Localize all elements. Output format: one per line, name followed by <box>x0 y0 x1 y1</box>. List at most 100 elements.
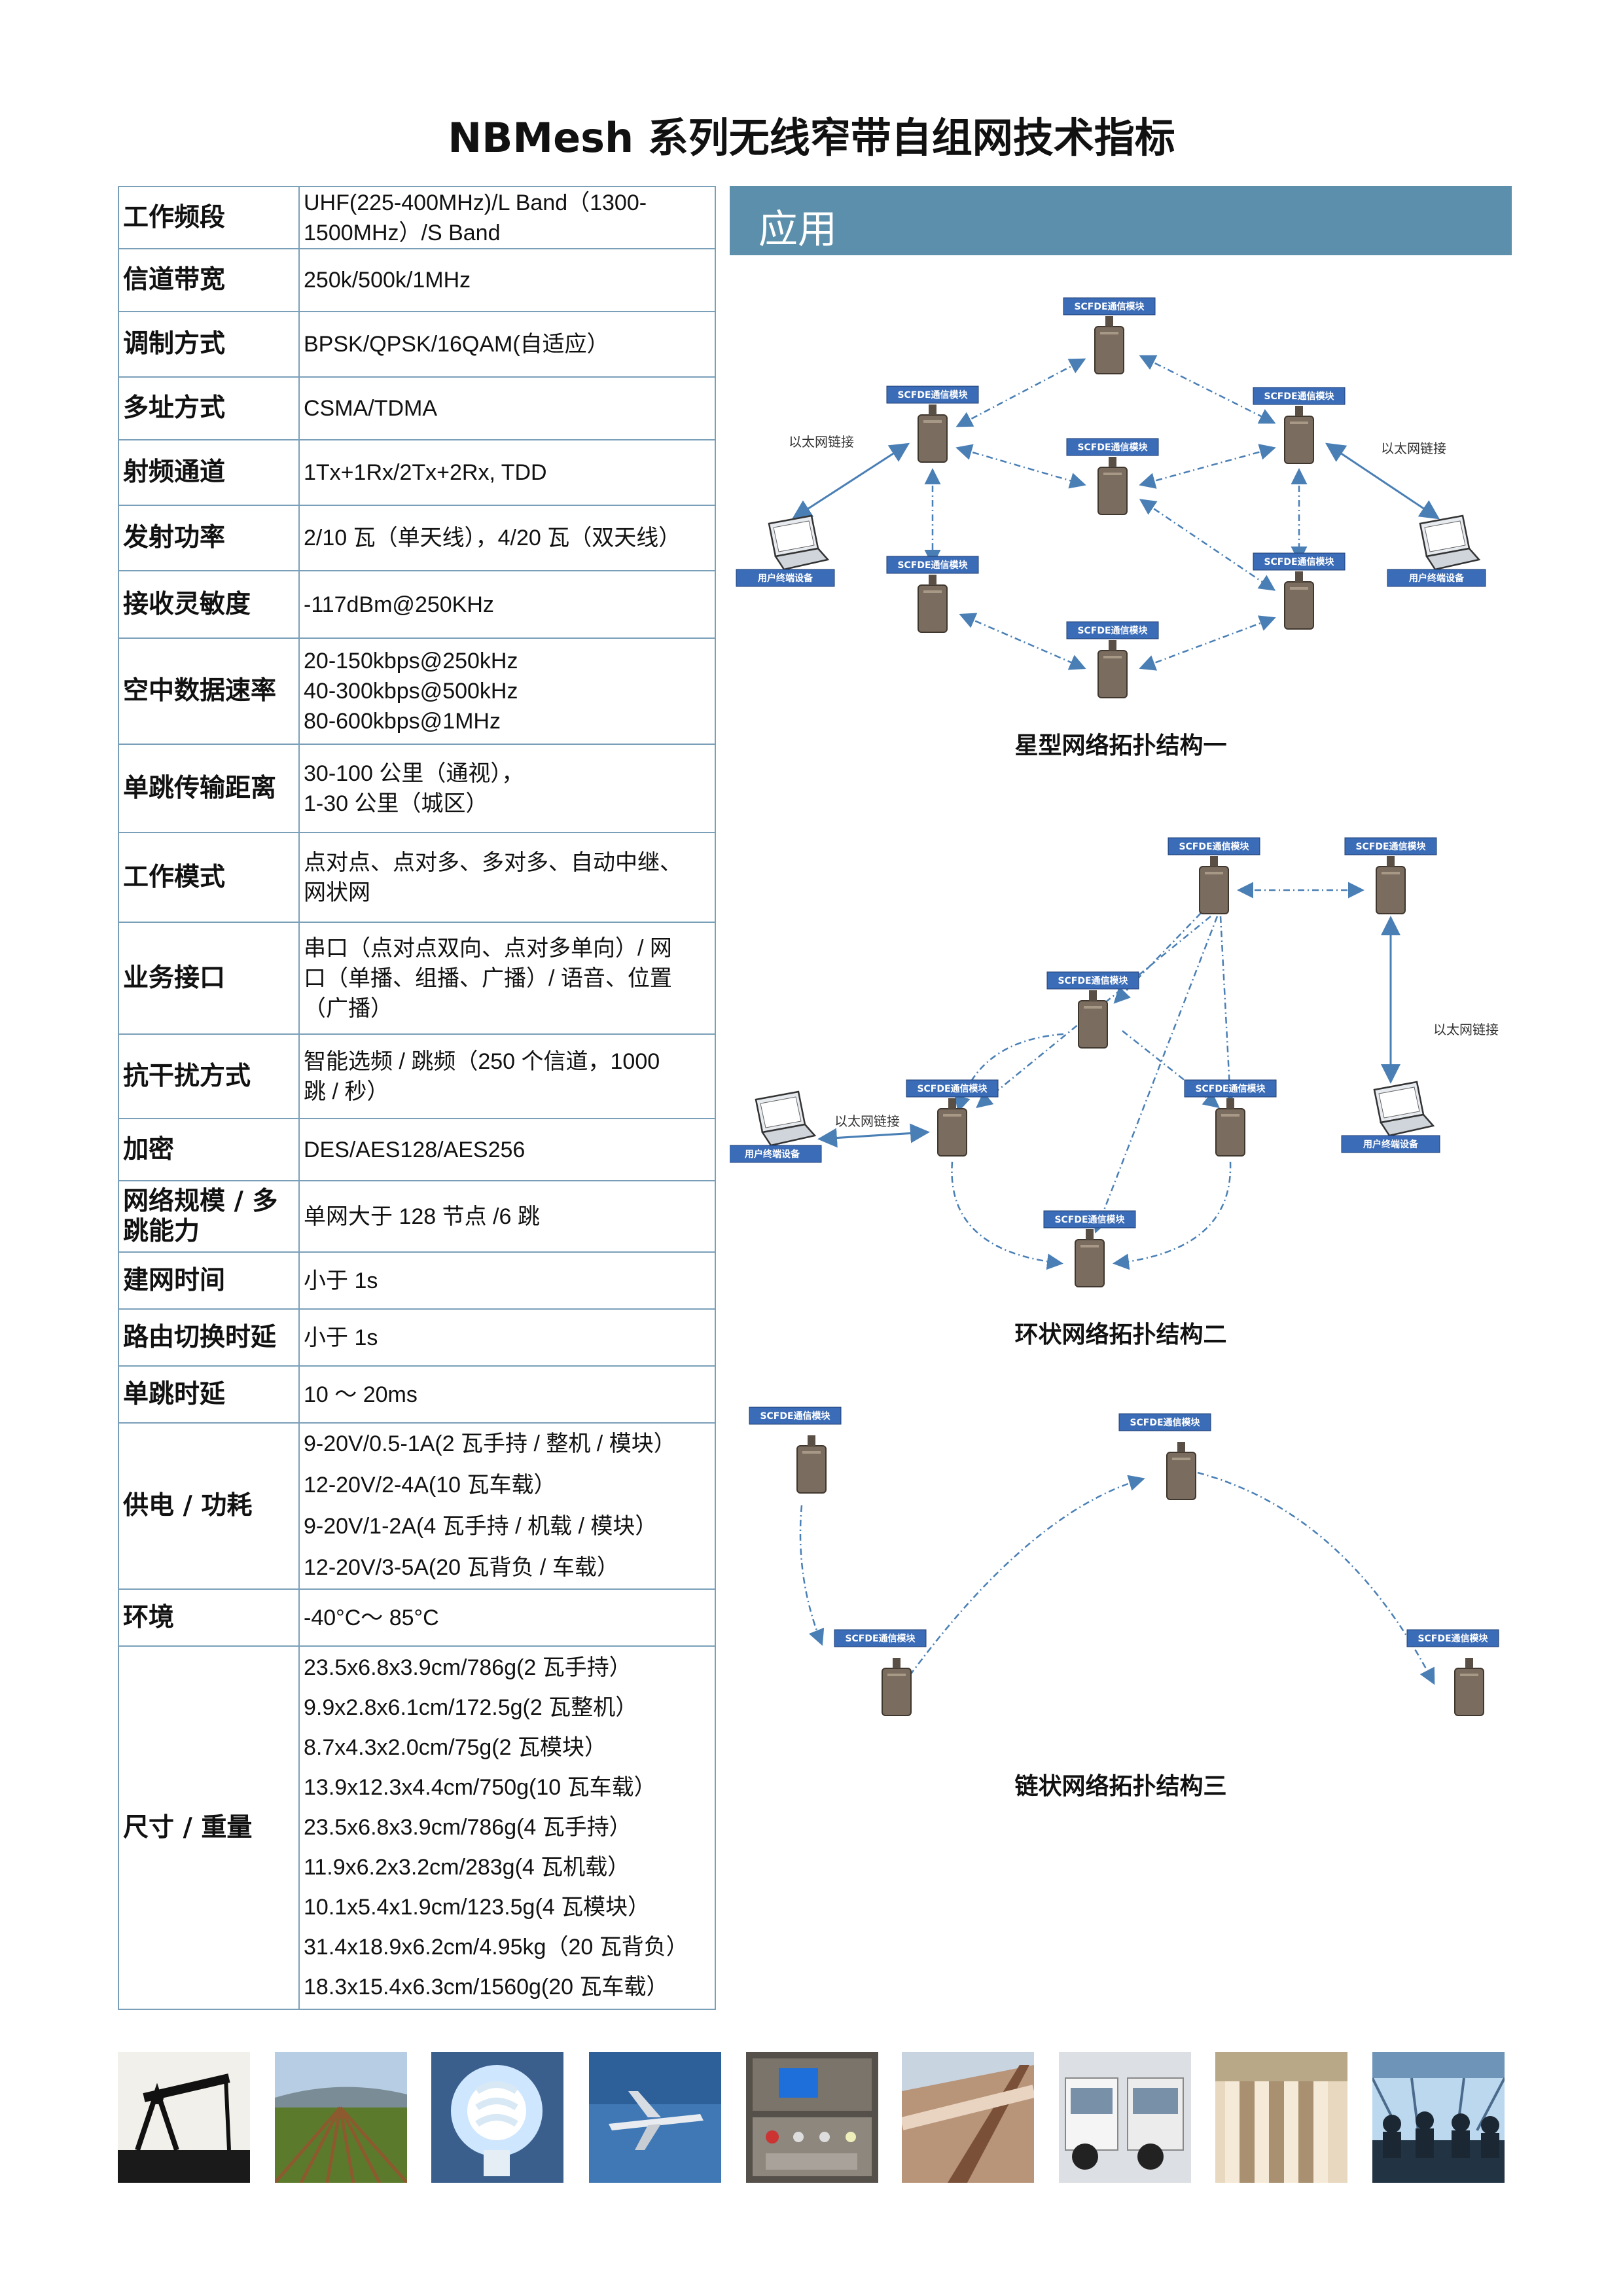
spec-value-line: 12-20V/2-4A(10 瓦车载） <box>304 1473 556 1498</box>
spec-value: 9-20V/0.5-1A(2 瓦手持 / 整机 / 模块） 12-20V/2-4A… <box>298 1422 716 1590</box>
link-line <box>1139 499 1276 591</box>
radio-module-icon <box>796 1435 827 1494</box>
chip-text: SCFDE通信模块 <box>1264 556 1334 567</box>
spec-value-line: 1500MHz）/S Band <box>304 220 501 245</box>
photo-building-columns <box>1215 2052 1347 2183</box>
spec-value-line: 11.9x6.2x3.2cm/283g(4 瓦机载） <box>304 1855 630 1880</box>
photo-trucks <box>1059 2052 1191 2183</box>
chip-text: SCFDE通信模块 <box>897 389 968 401</box>
photo-strip <box>118 2052 1512 2183</box>
chip-text: 用户终端设备 <box>758 573 813 584</box>
spec-row: 环境-40°C～ 85°C <box>118 1588 716 1647</box>
spec-value: -40°C～ 85°C <box>298 1588 716 1647</box>
spec-value-line: 12-20V/3-5A(20 瓦背负 / 车载） <box>304 1555 619 1580</box>
radio-module-icon <box>1376 856 1406 914</box>
spec-label: 尺寸 / 重量 <box>118 1645 300 2010</box>
spec-value-line: 9-20V/0.5-1A(2 瓦手持 / 整机 / 模块） <box>304 1431 676 1456</box>
link-line <box>955 358 1086 427</box>
page-title: NBMesh 系列无线窄带自组网技术指标 <box>448 114 1175 162</box>
module-label-chip: 用户终端设备 <box>730 1145 822 1163</box>
radio-module-icon <box>1284 571 1314 630</box>
chip-text: SCFDE通信模块 <box>760 1410 830 1422</box>
link-line <box>908 1475 1145 1676</box>
module-label-chip: 用户终端设备 <box>1387 569 1486 587</box>
spec-value-line: 30-100 公里（通视）， <box>304 761 524 786</box>
spec-value: 250k/500k/1MHz <box>298 248 716 312</box>
module-label-chip: SCFDE通信模块 <box>1066 438 1159 456</box>
spec-value-line: -117dBm@250KHz <box>304 592 494 617</box>
radio-module-icon <box>1075 1229 1105 1287</box>
chip-text: 用户终端设备 <box>745 1149 800 1160</box>
radio-module-icon <box>1454 1658 1484 1716</box>
module-label-chip: SCFDE通信模块 <box>1118 1413 1211 1431</box>
photo-energy-bulb <box>431 2052 563 2183</box>
spec-value: DES/AES128/AES256 <box>298 1118 716 1181</box>
spec-label: 抗干扰方式 <box>118 1033 300 1119</box>
radio-module-icon <box>1284 406 1314 464</box>
spec-value-line: -40°C～ 85°C <box>304 1605 439 1630</box>
ring-topology-caption: 环状网络拓扑结构二 <box>1014 1321 1227 1348</box>
spec-value-line: 小于 1s <box>304 1325 378 1350</box>
module-label-chip: SCFDE通信模块 <box>749 1407 842 1425</box>
spec-value-line: 250k/500k/1MHz <box>304 268 471 293</box>
link-line <box>1219 916 1238 1103</box>
chip-text: SCFDE通信模块 <box>1058 975 1128 986</box>
photo-meeting-people <box>1372 2052 1505 2183</box>
spec-value: CSMA/TDMA <box>298 376 716 440</box>
ethernet-label: 以太网链接 <box>789 434 854 450</box>
link-line <box>1197 1471 1435 1685</box>
spec-value-line: 80-600kbps@1MHz <box>304 709 501 734</box>
spec-row: 网络规模 / 多跳能力单网大于 128 节点 /6 跳 <box>118 1180 716 1253</box>
spec-value-line: 1-30 公里（城区） <box>304 791 488 816</box>
spec-value: 2/10 瓦（单天线），4/20 瓦（双天线） <box>298 505 716 571</box>
module-label-chip: SCFDE通信模块 <box>1344 837 1437 855</box>
module-label-chip: SCFDE通信模块 <box>906 1079 999 1098</box>
chip-text: SCFDE通信模块 <box>845 1633 916 1644</box>
spec-value-line: 1Tx+1Rx/2Tx+2Rx, TDD <box>304 460 547 485</box>
spec-label: 发射功率 <box>118 505 300 571</box>
spec-value: 1Tx+1Rx/2Tx+2Rx, TDD <box>298 439 716 506</box>
module-label-chip: SCFDE通信模块 <box>1406 1629 1499 1647</box>
spec-value: 30-100 公里（通视）， 1-30 公里（城区） <box>298 744 716 833</box>
spec-value-line: 23.5x6.8x3.9cm/786g(4 瓦手持） <box>304 1815 632 1840</box>
spec-value: 串口（点对点双向、点对多单向）/ 网口（单播、组播、广播）/ 语音、位置（广播） <box>298 922 716 1035</box>
chip-text: SCFDE通信模块 <box>1195 1083 1266 1094</box>
laptop-icon <box>1419 514 1481 571</box>
module-label-chip: SCFDE通信模块 <box>1168 837 1260 855</box>
photo-oil-pump <box>118 2052 250 2183</box>
spec-label: 网络规模 / 多跳能力 <box>118 1180 300 1253</box>
module-label-chip: SCFDE通信模块 <box>1063 297 1156 315</box>
spec-value-line: UHF(225-400MHz)/L Band（1300- <box>304 190 647 215</box>
spec-value-line: 18.3x15.4x6.3cm/1560g(20 瓦车载） <box>304 1975 669 2000</box>
module-label-chip: SCFDE通信模块 <box>834 1629 927 1647</box>
spec-value-line: 小于 1s <box>304 1268 378 1293</box>
spec-value-line: （广播） <box>304 996 393 1021</box>
spec-label: 信道带宽 <box>118 248 300 312</box>
photo-uav-drone <box>589 2052 721 2183</box>
application-heading: 应用 <box>758 207 837 253</box>
spec-label: 单跳时延 <box>118 1365 300 1424</box>
link-line <box>817 1123 930 1148</box>
spec-value-line: 20-150kbps@250kHz <box>304 649 518 673</box>
radio-module-icon <box>1097 457 1128 515</box>
chip-text: SCFDE通信模块 <box>1179 841 1249 852</box>
chip-text: SCFDE通信模块 <box>1355 841 1426 852</box>
module-label-chip: SCFDE通信模块 <box>1046 971 1139 990</box>
radio-module-icon <box>1094 316 1124 374</box>
spec-label: 空中数据速率 <box>118 637 300 745</box>
spec-value: 10 ～ 20ms <box>298 1365 716 1424</box>
module-label-chip: SCFDE通信模块 <box>886 556 979 574</box>
chip-text: SCFDE通信模块 <box>1077 442 1148 453</box>
link-line <box>959 613 1086 670</box>
